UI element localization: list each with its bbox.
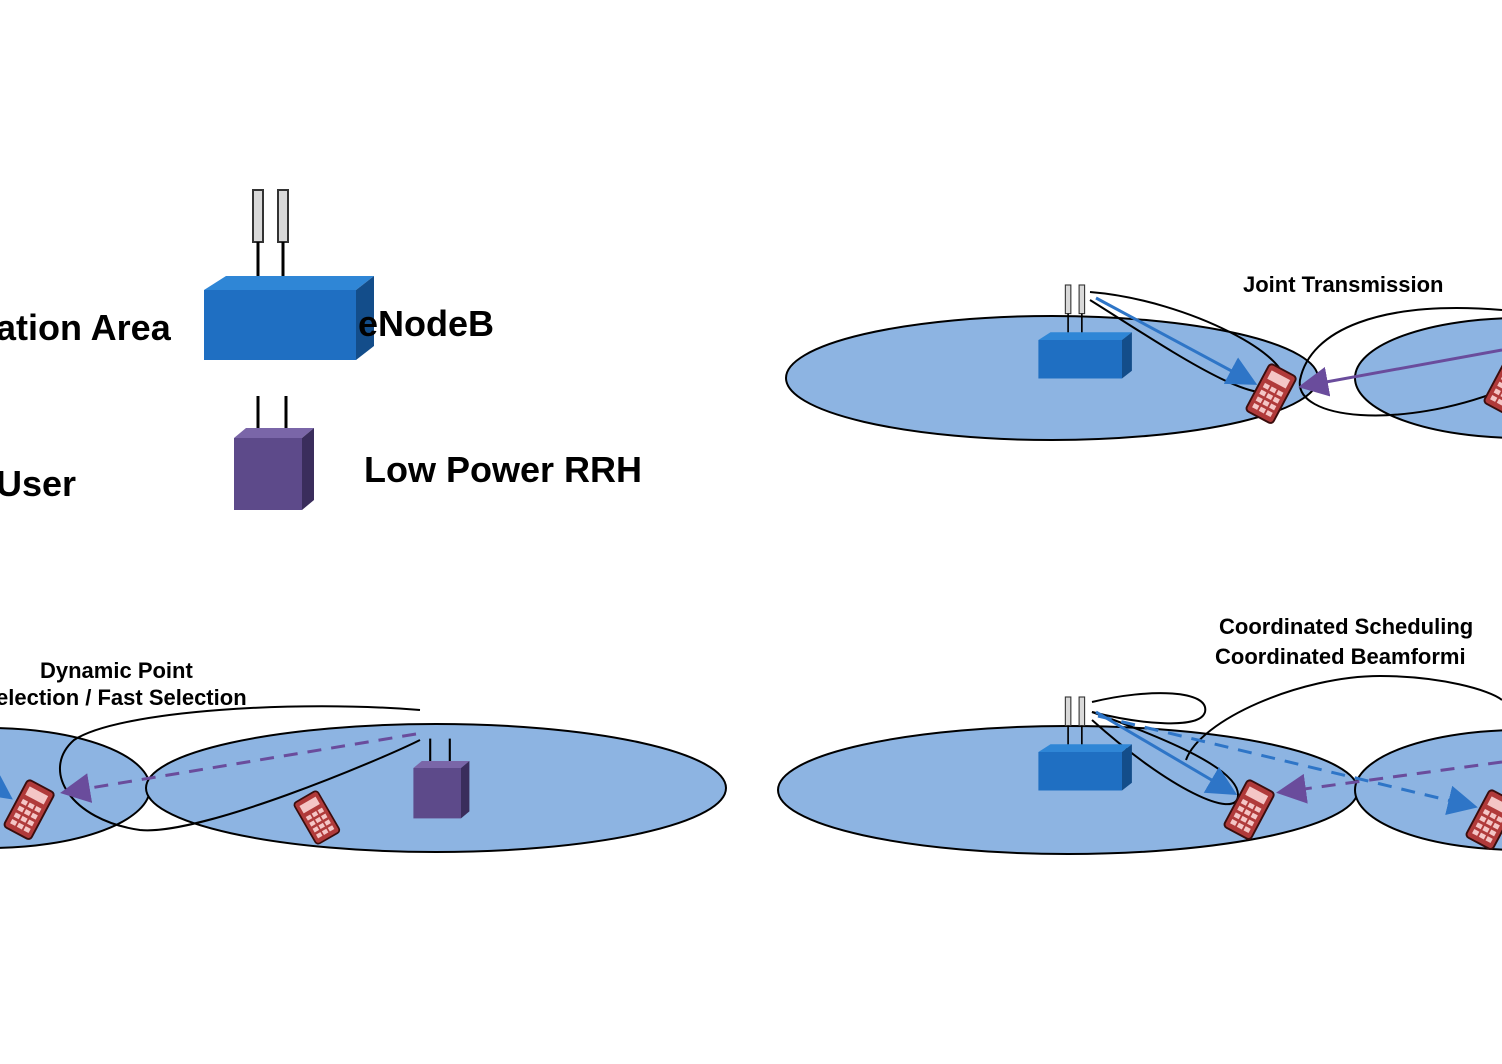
cs-title-line2: Coordinated Beamformi: [1215, 644, 1466, 669]
enodeb-beam-lobe: [1091, 711, 1240, 806]
legend-rrh-label: Low Power RRH: [364, 449, 642, 490]
joint-transmission-arrow-purple: [1298, 348, 1502, 397]
rrh-cell-area: [1354, 729, 1502, 851]
cs-arrow-blue-dashed: [1097, 714, 1478, 815]
dps-title-line1: Dynamic Point: [40, 658, 193, 683]
legend-rrh-icon: [232, 394, 316, 512]
panel-dynamic-point-selection: Dynamic Point election / Fast Selection: [0, 658, 727, 853]
joint-transmission-arrow-blue: [1095, 296, 1258, 385]
legend-enodeb-label: eNodeB: [358, 303, 494, 344]
joint-transmission-title: Joint Transmission: [1243, 272, 1444, 297]
legend: ation Area eNodeB Low Power RRH User: [0, 188, 642, 512]
dps-arrow-purple-dashed: [60, 732, 417, 803]
dps-arrow-blue: [0, 769, 13, 800]
panel-joint-transmission: Joint Transmission: [785, 272, 1502, 441]
legend-enodeb-icon: [202, 188, 376, 362]
dps-title-line2: election / Fast Selection: [0, 685, 247, 710]
cs-arrow-purple-dashed: [1276, 760, 1502, 804]
cs-title-line1: Coordinated Scheduling: [1219, 614, 1473, 639]
rrh-cell-area: [1354, 317, 1502, 439]
upper-beam-lobe: [1091, 692, 1207, 725]
legend-coordination-area-label: ation Area: [0, 307, 172, 348]
panel-coordinated: Coordinated Scheduling Coordinated Beamf…: [777, 614, 1502, 855]
callout-pointer-curve: [1185, 674, 1502, 761]
cs-arrow-blue: [1095, 710, 1238, 796]
legend-user-label: User: [0, 463, 76, 504]
